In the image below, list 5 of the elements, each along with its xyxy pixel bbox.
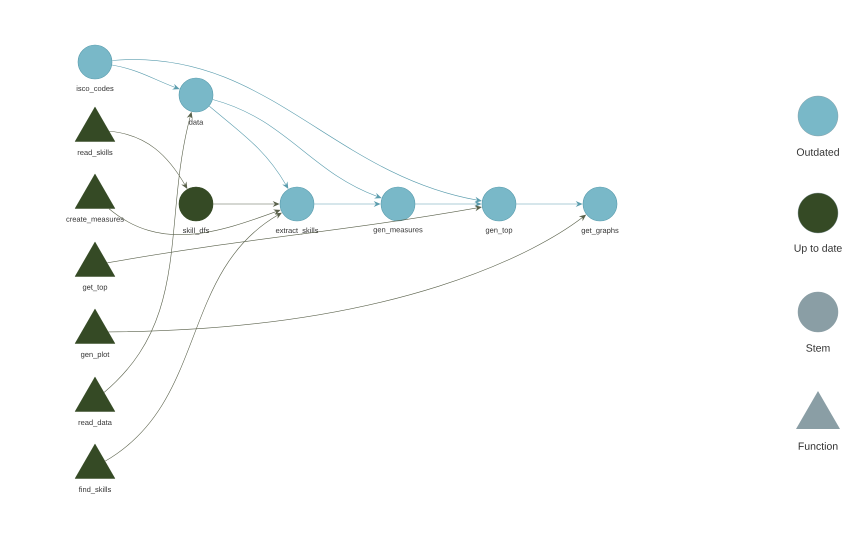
legend-label: Stem [806,344,830,352]
legend-label: Function [798,442,838,450]
arrow [107,205,482,264]
legend-label: Outdated [796,148,839,156]
legend-label: Up to date [794,244,842,254]
